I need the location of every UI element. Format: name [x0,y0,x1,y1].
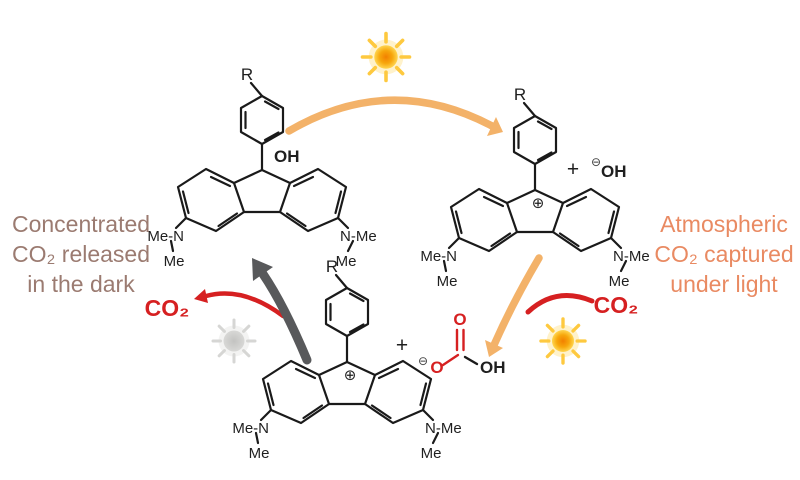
amine-left-label: Me-N [232,420,269,437]
minus-charge-symbol: ⊖ [591,155,601,169]
molecule-fluorenol: R OH Me-N N-Me Me Me [147,65,376,270]
co2-released-label: CO₂ [145,295,190,321]
methyl-label: Me [609,273,630,290]
methyl-label: Me [164,253,185,270]
plus-sign: + [567,158,579,181]
plus-sign: + [396,334,408,357]
co2-capture-curve [525,293,595,315]
capture-caption-line3: under light [670,271,778,297]
release-caption-line1: Concentrated [11,211,151,237]
amine-right-label: N-Me [613,248,650,265]
release-caption: Concentrated CO₂ released in the dark [0,209,162,299]
hydroxyl-label: OH [274,147,300,166]
sun-icon-bottom-right [539,317,587,365]
fluorene-skeleton [169,81,355,253]
methyl-label: Me [437,273,458,290]
sun-icon-top [360,31,412,83]
r-group-label: R [241,65,253,84]
bicarbonate-ion: ⊖ O O OH [418,310,506,377]
r-group-label: R [514,85,526,104]
minus-charge-symbol: ⊖ [418,354,428,368]
carbocation-symbol: ⊕ [532,195,545,212]
carbonyl-oxygen-label: O [453,310,466,329]
molecule-fluorenyl-cation-bottom: R ⊕ Me-N N-Me Me Me [232,257,461,462]
release-caption-line3: in the dark [27,271,135,297]
carbocation-symbol: ⊕ [344,367,357,384]
fluorene-skeleton [442,101,628,273]
hydroxide-label: OH [601,162,627,181]
light-forward-arrow [285,96,503,136]
hydroxide-ion: + ⊖ OH [567,155,627,181]
methyl-label: Me [336,253,357,270]
r-group-label: R [326,257,338,276]
co2-release-arrow [194,289,286,319]
dark-reverse-arrow [252,258,312,365]
co2-captured-label: CO₂ [594,292,639,318]
methyl-label: Me [421,445,442,462]
amine-right-label: N-Me [425,420,462,437]
capture-down-arrow [485,254,543,357]
amine-left-label: Me-N [420,248,457,265]
capture-caption-line1: Atmospheric [660,211,788,237]
capture-caption: Atmospheric CO₂ captured under light [646,209,800,299]
amine-left-label: Me-N [147,228,184,245]
molecule-fluorenyl-cation: R ⊕ Me-N N-Me Me Me [420,85,649,290]
methyl-label: Me [249,445,270,462]
capture-caption-line2: CO₂ captured [654,241,794,267]
sun-icon-dim [211,318,257,364]
bicarbonate-oh-label: OH [480,358,506,377]
oxygen-anion-label: O [430,358,443,377]
release-caption-line2: CO₂ released [11,241,151,267]
amine-right-label: N-Me [340,228,377,245]
